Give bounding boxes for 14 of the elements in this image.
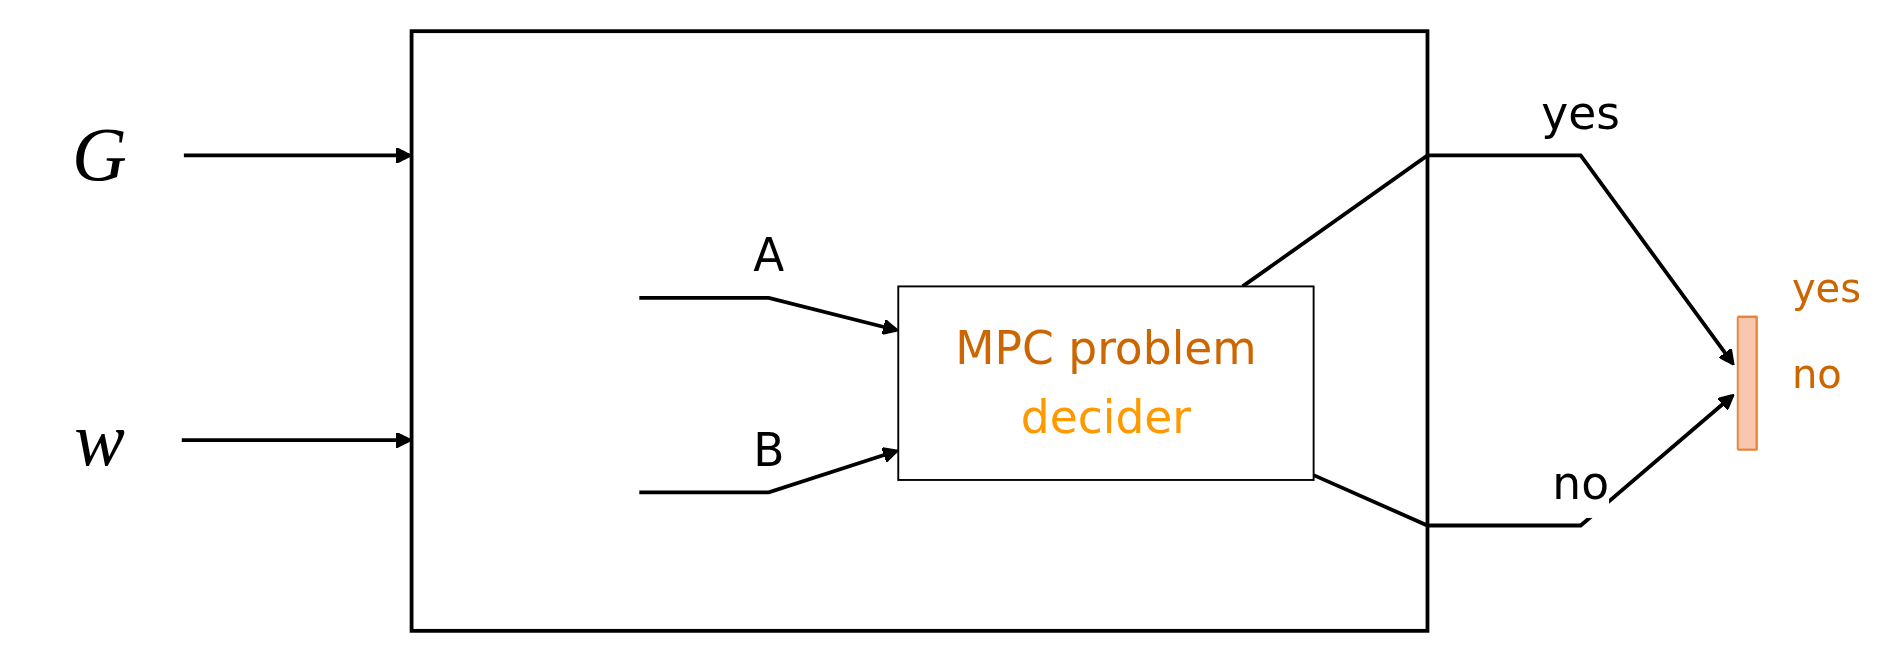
arrow — [1312, 393, 1735, 528]
arrow — [1241, 153, 1735, 366]
output-label: no — [1791, 351, 1843, 397]
node-box: MPC problem decider — [897, 285, 1315, 481]
node-text: G — [72, 111, 127, 198]
cluster — [409, 29, 1430, 633]
edge-label: no — [1552, 457, 1610, 511]
edge-label: B — [753, 423, 785, 478]
arrow — [183, 147, 413, 164]
arrow — [181, 431, 413, 449]
edge-label: A — [753, 229, 785, 283]
edge-label: yes — [1541, 87, 1621, 141]
node-text: w — [74, 396, 125, 482]
output-label: yes — [1791, 265, 1861, 311]
